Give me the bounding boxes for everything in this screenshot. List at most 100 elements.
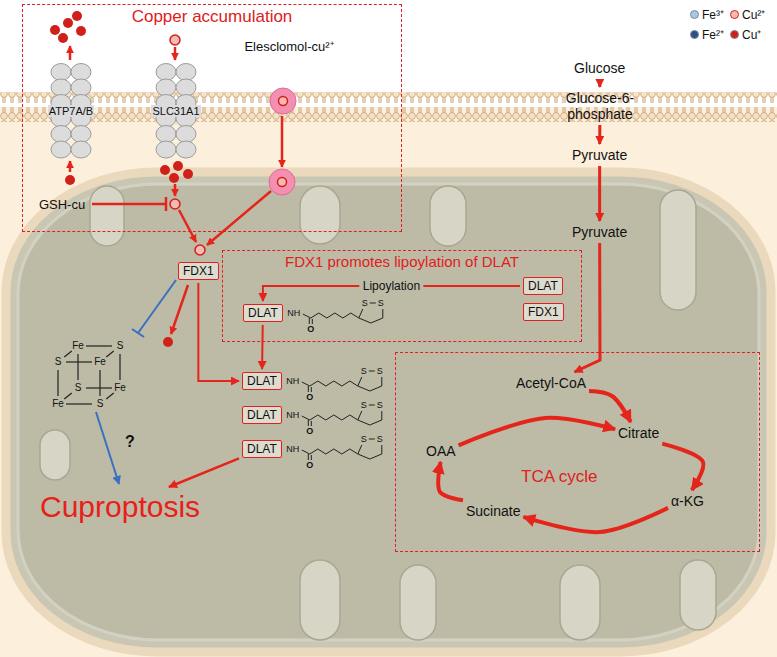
cluster-bond <box>66 361 92 362</box>
chemical-bond <box>311 313 359 318</box>
lipoyl-group <box>302 371 382 392</box>
cluster-bond <box>66 403 92 404</box>
label-holder: S <box>75 383 82 393</box>
node-label: Pyruvate <box>572 147 627 163</box>
copper-arrows <box>70 46 282 334</box>
copper-ions <box>183 169 193 179</box>
node-label: Pyruvate <box>572 224 627 240</box>
cristae <box>660 190 696 310</box>
label-holder: NH <box>287 309 300 318</box>
label-holder: Fe <box>52 399 64 409</box>
copper-arrows <box>69 46 72 60</box>
atom-label: O <box>306 427 313 436</box>
copper-arrows <box>179 210 196 242</box>
cristae <box>90 186 124 246</box>
atom-label: S <box>55 357 62 367</box>
transporter-segment <box>51 126 71 143</box>
protein-box: DLAT <box>243 304 283 322</box>
chemical-bond <box>311 455 312 460</box>
region-heading: Copper accumulation <box>23 7 401 27</box>
fe-s-cluster <box>58 346 120 404</box>
chemical-bond <box>310 381 358 386</box>
copper-arrows <box>207 191 271 245</box>
label-holder: O <box>307 325 314 334</box>
node-label: SLC31A1 <box>151 105 200 117</box>
transporter-segment <box>156 141 176 158</box>
flow-arrow <box>198 283 239 381</box>
label-holder: Fe <box>94 357 106 367</box>
cluster-bond <box>77 354 78 380</box>
node-label: ATP7A/B <box>48 105 94 117</box>
copper-arrows <box>174 184 177 196</box>
transporter-segment <box>156 64 176 81</box>
flow-arrow <box>598 166 601 221</box>
copper-ions <box>65 175 75 185</box>
node-label: Citrate <box>618 425 659 441</box>
cytoplasm <box>0 107 777 657</box>
metabolite: Sucinate <box>466 503 520 519</box>
elesclomol-circle <box>270 88 296 114</box>
drug-complex: Elesclomol-cu²⁺ <box>229 37 349 117</box>
atom-label: Fe <box>72 341 84 351</box>
chemical-bond <box>370 303 376 304</box>
node-label: DLAT <box>528 279 558 293</box>
atom-label: Fe <box>94 357 106 367</box>
atom-label: S <box>361 367 367 376</box>
metabolite: Pyruvate <box>572 224 627 240</box>
inhibition-line <box>138 280 176 333</box>
flow-arrow <box>589 391 631 422</box>
protein-box: DLAT <box>242 372 282 390</box>
metabolite: α-KG <box>671 493 704 509</box>
flow-arrow <box>598 79 601 87</box>
cluster-bond <box>86 387 112 388</box>
copper-ions <box>76 26 86 36</box>
transporter-segment <box>71 126 91 143</box>
chemical-bond <box>358 411 382 425</box>
copper-ions <box>169 173 179 183</box>
atom-label: S <box>377 435 383 444</box>
node-label: Glucose <box>574 60 625 76</box>
copper-arrows <box>92 203 166 206</box>
lipoyl-group <box>302 439 382 460</box>
protein-box: DLAT <box>523 277 563 295</box>
node-label: DLAT <box>247 408 277 422</box>
chemical-bond <box>310 415 358 420</box>
atom-label: S <box>378 299 384 308</box>
cluster-bond <box>106 393 114 399</box>
cluster-bond <box>64 393 72 399</box>
protein-box: DLAT <box>242 406 282 424</box>
label-holder: O <box>306 393 313 402</box>
chemical-bond <box>302 382 310 386</box>
label-holder: NH <box>286 411 299 420</box>
label-holder: Fe <box>114 383 126 393</box>
chemical-bond <box>311 421 312 426</box>
chemical-bond <box>308 454 309 460</box>
legend-swatch <box>690 10 699 19</box>
chemical-bond <box>302 416 310 420</box>
copper-ions <box>163 337 173 347</box>
label-holder: S <box>361 367 367 376</box>
label-holder: O <box>306 427 313 436</box>
label-holder: Fe <box>72 341 84 351</box>
flow-arrow <box>459 418 615 446</box>
atom-label: NH <box>286 377 299 386</box>
atom-label: S <box>361 401 367 410</box>
transporter-segment <box>71 141 91 158</box>
flow-arrow <box>169 458 239 487</box>
metabolite: Pyruvate <box>572 147 627 163</box>
lipoyl-group <box>303 303 383 324</box>
mitochondrion <box>18 184 759 640</box>
label-holder: S <box>377 401 383 410</box>
chemical-bond <box>309 318 310 324</box>
copper-ions <box>170 35 180 45</box>
label-holder: GSH-cu <box>39 198 85 211</box>
lipoyl-group <box>302 405 382 426</box>
chemical-bond <box>311 387 312 392</box>
cell-membrane <box>0 92 777 122</box>
atom-label: S <box>97 399 104 409</box>
cristae <box>40 186 716 640</box>
cristae <box>430 186 466 246</box>
metabolite: Acetyl-CoA <box>516 375 586 391</box>
outcome-label: Cuproptosis <box>40 490 200 524</box>
flow-arrow <box>261 325 264 369</box>
